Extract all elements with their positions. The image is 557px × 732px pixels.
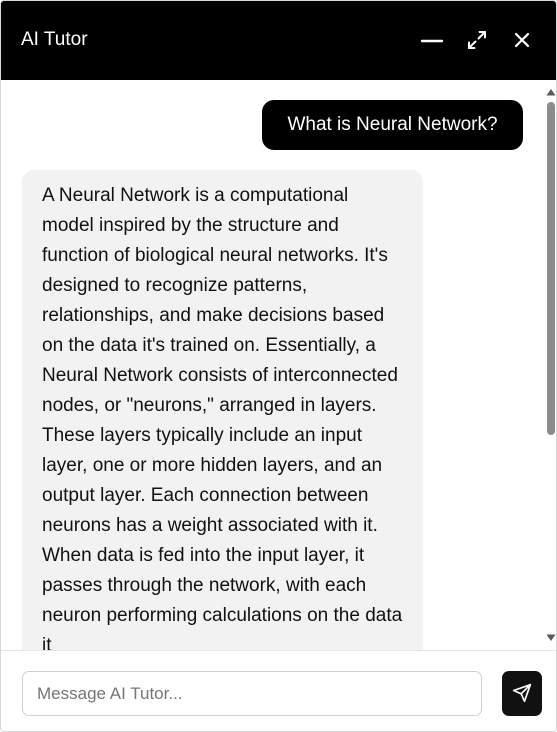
chat-scrollbar[interactable] xyxy=(544,80,556,650)
minimize-button[interactable] xyxy=(420,28,444,52)
scroll-down-arrow-icon[interactable] xyxy=(546,633,556,643)
chat-messages[interactable]: What is Neural Network? A Neural Network… xyxy=(1,80,556,650)
expand-arrows-icon xyxy=(468,31,486,49)
composer-divider xyxy=(1,650,556,651)
message-input[interactable] xyxy=(22,671,482,716)
scroll-thumb[interactable] xyxy=(547,102,555,435)
scroll-up-arrow-icon[interactable] xyxy=(546,87,556,97)
assistant-message: A Neural Network is a computational mode… xyxy=(22,170,423,650)
minus-icon xyxy=(420,39,444,43)
send-button[interactable] xyxy=(502,671,542,716)
user-message: What is Neural Network? xyxy=(262,100,523,150)
chat-header: AI Tutor xyxy=(1,1,556,80)
close-button[interactable] xyxy=(510,28,534,52)
message-composer xyxy=(1,651,556,731)
chat-title: AI Tutor xyxy=(21,29,88,50)
expand-button[interactable] xyxy=(465,28,489,52)
send-paper-plane-icon xyxy=(512,683,532,703)
close-x-icon xyxy=(514,32,530,48)
